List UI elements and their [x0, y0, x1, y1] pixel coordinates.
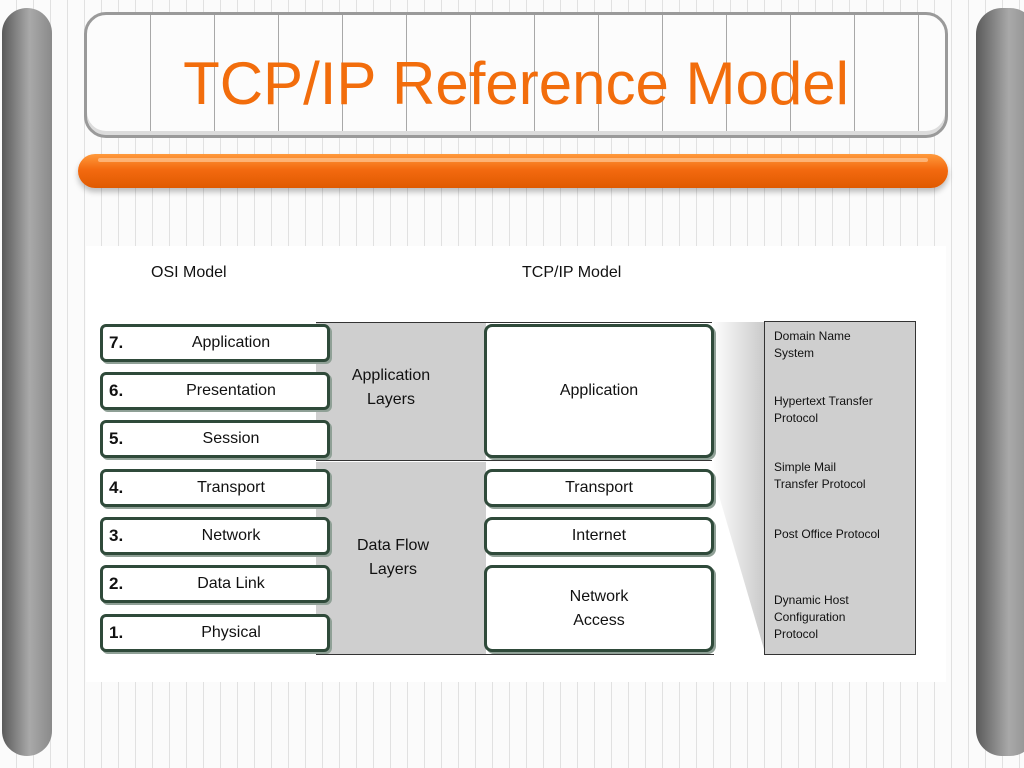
osi-layer-2: 2. Data Link: [100, 565, 330, 603]
tcpip-layer-internet: Internet: [484, 517, 714, 555]
tcpip-layer-network-access: Network Access: [484, 565, 714, 652]
tcpip-layer-transport: Transport: [484, 469, 714, 507]
protocol-dhcp: Dynamic Host Configuration Protocol: [774, 593, 849, 641]
protocol-smtp: Simple Mail Transfer Protocol: [774, 460, 866, 491]
layer-name: Application: [191, 334, 271, 351]
layer-number: 5.: [109, 429, 124, 448]
title-accent-bar: [78, 154, 948, 188]
osi-layer-5: 5. Session: [100, 420, 330, 458]
layer-name: Presentation: [186, 382, 276, 399]
osi-layer-4: 4. Transport: [100, 469, 330, 507]
osi-layer-1: 1. Physical: [100, 614, 330, 652]
osi-layer-6: 6. Presentation: [100, 372, 330, 410]
layer-name: Network: [201, 527, 261, 544]
protocol-dns: Domain Name System: [774, 329, 851, 360]
layer-name: Session: [202, 430, 260, 447]
osi-model-heading: OSI Model: [151, 264, 227, 281]
tcpip-model-heading: TCP/IP Model: [522, 264, 622, 281]
band-divider: [316, 460, 714, 461]
protocol-http: Hypertext Transfer Protocol: [774, 394, 873, 425]
dataflow-layers-label: Data Flow Layers: [356, 537, 430, 578]
layer-number: 2.: [109, 574, 124, 593]
layer-name: Data Link: [197, 575, 265, 592]
dataflow-layers-band: [316, 462, 486, 655]
protocol-projection-wedge: [712, 322, 766, 656]
layer-number: 4.: [109, 478, 124, 497]
layer-number: 6.: [109, 381, 124, 400]
osi-tcpip-diagram: OSI Model TCP/IP Model Application Layer…: [86, 246, 946, 682]
layer-number: 3.: [109, 526, 124, 545]
layer-name: Physical: [201, 624, 261, 641]
band-top-line: [316, 322, 714, 323]
right-decorative-bar: [976, 8, 1024, 756]
application-layers-band: [316, 322, 486, 460]
slide-title: TCP/IP Reference Model: [183, 50, 849, 117]
layer-number: 1.: [109, 623, 124, 642]
protocol-pop: Post Office Protocol: [774, 527, 880, 541]
layer-name: Transport: [197, 479, 265, 496]
tcpip-layer-application: Application: [484, 324, 714, 458]
title-frame: TCP/IP Reference Model: [84, 12, 948, 138]
application-protocols-box: Domain Name System Hypertext Transfer Pr…: [764, 321, 916, 655]
band-bottom-line: [316, 654, 714, 655]
osi-layer-3: 3. Network: [100, 517, 330, 555]
left-decorative-bar: [2, 8, 52, 756]
application-layers-label: Application Layers: [351, 367, 431, 408]
osi-layer-7: 7. Application: [100, 324, 330, 362]
layer-number: 7.: [109, 333, 124, 352]
